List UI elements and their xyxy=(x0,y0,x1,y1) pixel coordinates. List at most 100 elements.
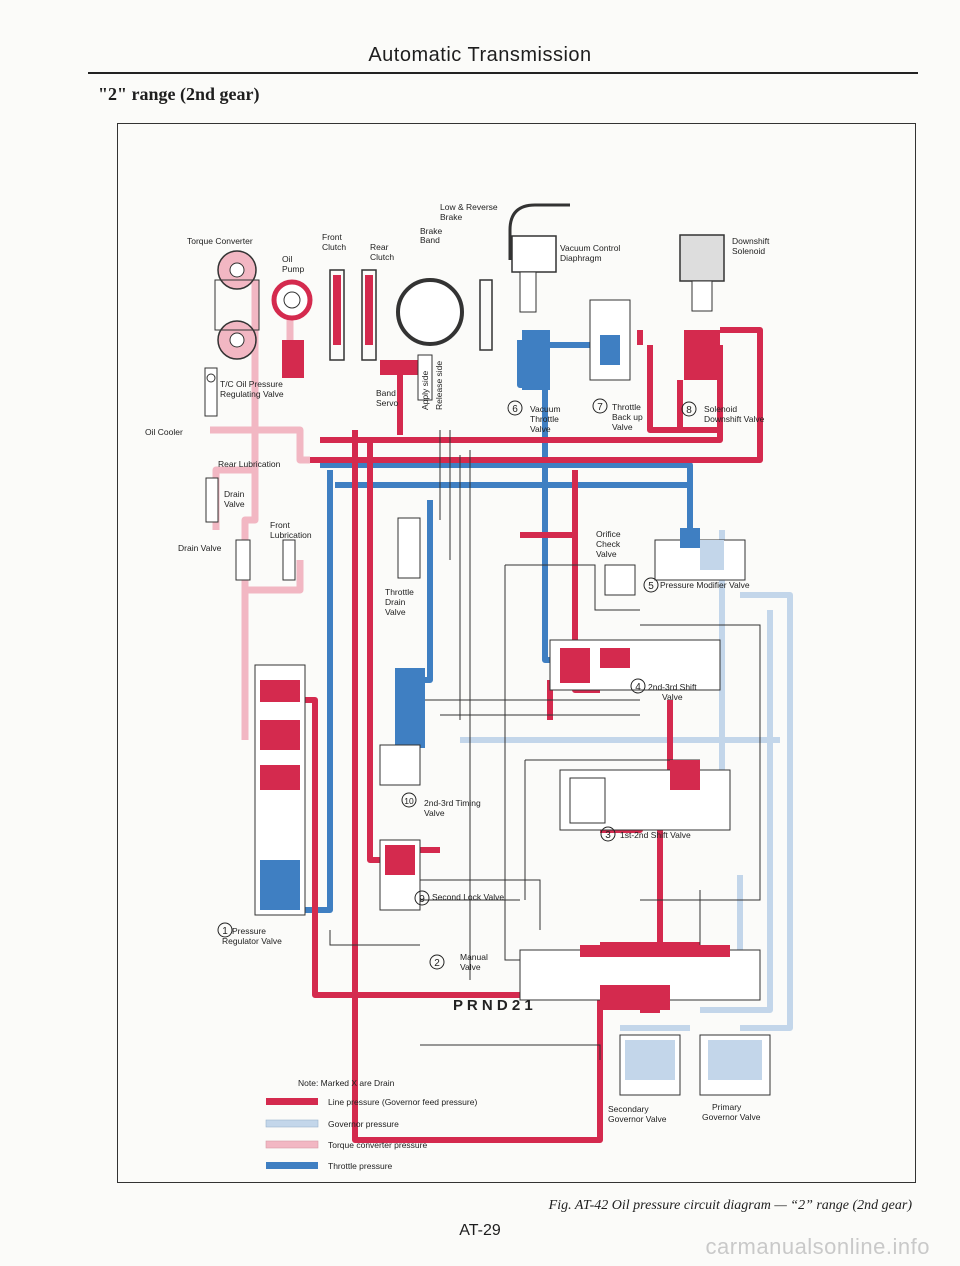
legend-swatch-line xyxy=(266,1098,318,1105)
valve-number-9: 9 xyxy=(419,894,425,905)
label-primary-governor-1: Primary xyxy=(712,1102,742,1112)
label-throttle-backup-3: Valve xyxy=(612,422,633,432)
label-shift-23-1: 2nd-3rd Shift xyxy=(648,682,697,692)
label-throttle-drain-2: Drain xyxy=(385,597,406,607)
label-shift-23-2: Valve xyxy=(662,692,683,702)
oil-pump xyxy=(271,279,313,378)
label-oil-pump-2: Pump xyxy=(282,264,304,274)
label-rear-clutch-2: Clutch xyxy=(370,252,394,262)
label-throttle-backup-2: Back up xyxy=(612,412,643,422)
figure-caption: Fig. AT-42 Oil pressure circuit diagram … xyxy=(548,1198,912,1213)
label-drain-valve-top-2: Valve xyxy=(224,499,245,509)
label-front-clutch-2: Clutch xyxy=(322,242,346,252)
watermark: carmanualsonline.info xyxy=(705,1234,930,1259)
label-oil-cooler: Oil Cooler xyxy=(145,427,183,437)
label-downshift-solenoid-2: Solenoid xyxy=(732,246,765,256)
label-throttle-drain-1: Throttle xyxy=(385,587,414,597)
label-timing-23-2: Valve xyxy=(424,808,445,818)
valve-number-2: 2 xyxy=(434,958,440,969)
orifice-check-valve xyxy=(654,528,746,581)
valve-number-5: 5 xyxy=(648,581,654,592)
primary-governor-valve xyxy=(699,1034,771,1096)
valve-number-10: 10 xyxy=(404,796,414,806)
label-vacuum-throttle-2: Throttle xyxy=(530,414,559,424)
manual-valve xyxy=(519,945,761,1010)
label-secondary-governor-1: Secondary xyxy=(608,1104,649,1114)
page-number: AT-29 xyxy=(459,1222,501,1239)
label-manual-2: Valve xyxy=(460,962,481,972)
label-orifice-check-1: Orifice xyxy=(596,529,621,539)
label-timing-23-1: 2nd-3rd Timing xyxy=(424,798,481,808)
label-low-reverse-1: Low & Reverse xyxy=(440,202,498,212)
label-brake-band-1: Brake xyxy=(420,226,442,236)
label-oil-pump-1: Oil xyxy=(282,254,293,264)
diagram-frame xyxy=(117,123,916,1183)
label-vacuum-throttle-1: Vacuum xyxy=(530,404,561,414)
throttle-drain-valve xyxy=(397,517,421,579)
label-throttle-drain-3: Valve xyxy=(385,607,406,617)
legend-note: Note: Marked X are Drain xyxy=(298,1078,395,1088)
label-vacuum-control-1: Vacuum Control xyxy=(560,243,620,253)
label-band-servo-2: Servo xyxy=(376,398,398,408)
label-tc-valve-1: T/C Oil Pressure xyxy=(220,379,283,389)
label-band-servo-1: Band xyxy=(376,388,396,398)
line-pressure-lines xyxy=(300,327,763,1143)
timing-valve-2nd-3rd xyxy=(379,668,425,786)
label-brake-band-2: Band xyxy=(420,235,440,245)
vacuum-diaphragm xyxy=(508,203,570,390)
label-downshift-solenoid-1: Downshift xyxy=(732,236,770,246)
second-lock-valve xyxy=(379,839,421,911)
shift-valve-2nd-3rd xyxy=(549,639,721,691)
label-pressure-regulator-2: Regulator Valve xyxy=(222,936,282,946)
label-drain-valve-top-1: Drain xyxy=(224,489,245,499)
header-rule xyxy=(88,72,918,74)
label-release-side: Release side xyxy=(434,361,444,410)
label-throttle-backup-1: Throttle xyxy=(612,402,641,412)
label-drain-valve-left: Drain Valve xyxy=(178,543,222,553)
legend-label-governor: Governor pressure xyxy=(328,1119,399,1129)
label-second-lock: Second Lock Valve xyxy=(432,892,504,902)
legend-swatch-governor xyxy=(265,1119,319,1128)
legend-label-throttle: Throttle pressure xyxy=(328,1161,393,1171)
valve-number-4: 4 xyxy=(635,682,641,693)
label-solenoid-downshift-1: Solenoid xyxy=(704,404,737,414)
legend-label-torque: Torque converter pressure xyxy=(328,1140,427,1150)
label-manual-1: Manual xyxy=(460,952,488,962)
label-secondary-governor-2: Governor Valve xyxy=(608,1114,667,1124)
label-vacuum-control-2: Diaphragm xyxy=(560,253,602,263)
shift-valve-1st-2nd xyxy=(559,760,731,831)
label-pressure-modifier: Pressure Modifier Valve xyxy=(660,580,750,590)
tc-regulating-valve xyxy=(204,367,218,417)
valve-number-1: 1 xyxy=(222,926,228,937)
throttle-backup-valve xyxy=(589,299,631,381)
label-apply-side: Apply side xyxy=(420,371,430,410)
label-orifice-check-3: Valve xyxy=(596,549,617,559)
label-pressure-regulator-1: Pressure xyxy=(232,926,266,936)
brake-band-drum xyxy=(380,278,464,401)
label-shift-12: 1st-2nd Shift Valve xyxy=(620,830,691,840)
label-primary-governor-2: Governor Valve xyxy=(702,1112,761,1122)
label-low-reverse-2: Brake xyxy=(440,212,462,222)
valve-number-3: 3 xyxy=(605,830,611,841)
oil-circuit-diagram: Torque Converter Oil Pump Front Clutch R… xyxy=(145,202,793,1171)
label-vacuum-throttle-3: Valve xyxy=(530,424,551,434)
pressure-regulator-valve xyxy=(254,664,306,916)
range-title: "2" range (2nd gear) xyxy=(98,84,260,104)
page-header: Automatic Transmission xyxy=(368,44,592,66)
downshift-solenoid xyxy=(679,234,725,380)
label-prnd: P R N D 2 1 xyxy=(453,997,533,1014)
torque-converter xyxy=(214,250,260,360)
label-torque-converter: Torque Converter xyxy=(187,236,253,246)
label-front-lubrication-1: Front xyxy=(270,520,290,530)
legend-label-line: Line pressure (Governor feed pressure) xyxy=(328,1097,477,1107)
valve-number-markers xyxy=(217,398,697,970)
label-front-lubrication-2: Lubrication xyxy=(270,530,312,540)
pressure-modifier-valve xyxy=(604,564,636,596)
label-orifice-check-2: Check xyxy=(596,539,621,549)
valve-number-8: 8 xyxy=(686,405,692,416)
drain-valves xyxy=(205,477,296,581)
label-rear-clutch-1: Rear xyxy=(370,242,389,252)
label-rear-lubrication: Rear Lubrication xyxy=(218,459,281,469)
legend-swatch-torque xyxy=(265,1140,319,1149)
label-front-clutch-1: Front xyxy=(322,232,342,242)
